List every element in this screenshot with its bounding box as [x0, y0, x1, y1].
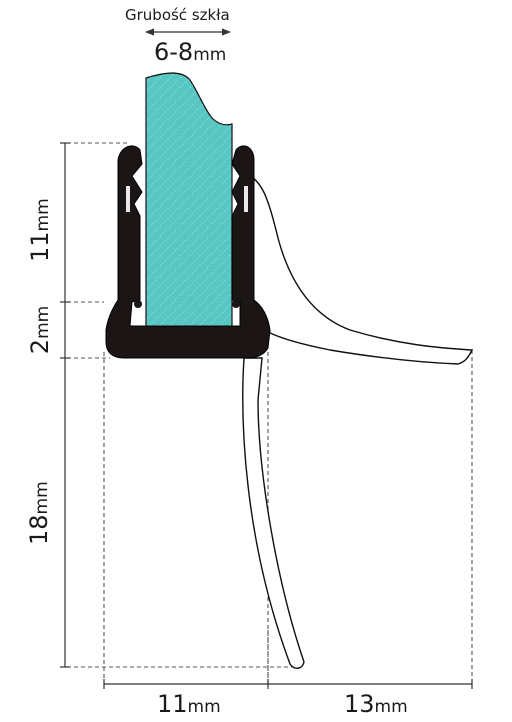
- profile-width-label: 11mm: [157, 692, 221, 716]
- glass-thickness-title: Grubość szkła: [125, 6, 230, 24]
- glass-thickness-value: 6-8: [154, 38, 194, 66]
- side-fin: [243, 170, 474, 365]
- fin-width-label: 13mm: [344, 692, 408, 716]
- horizontal-dimension-line: [103, 679, 473, 689]
- lip-height-label: 18mm: [25, 481, 53, 545]
- base-height-unit: mm: [33, 305, 53, 339]
- seal-height-value: 11: [26, 231, 54, 262]
- seal-height-label: 11mm: [26, 198, 54, 262]
- glass-pane: [145, 72, 233, 335]
- glass-thickness-unit: mm: [193, 45, 227, 65]
- vertical-dimension-line: [60, 142, 70, 668]
- profile-width-unit: mm: [187, 697, 221, 717]
- base-height-value: 2: [26, 338, 54, 355]
- profile-width-value: 11: [157, 690, 188, 718]
- base-height-label: 2mm: [26, 304, 54, 356]
- lip-height-unit: mm: [32, 481, 52, 515]
- fin-width-value: 13: [344, 690, 375, 718]
- fin-width-unit: mm: [374, 697, 408, 717]
- u-channel-profile: [105, 145, 271, 359]
- drip-lip: [242, 357, 305, 669]
- seal-height-unit: mm: [33, 198, 53, 232]
- lip-height-value: 18: [25, 514, 53, 545]
- glass-thickness-label: 6-8mm: [154, 40, 226, 64]
- dimension-guides: [60, 142, 473, 684]
